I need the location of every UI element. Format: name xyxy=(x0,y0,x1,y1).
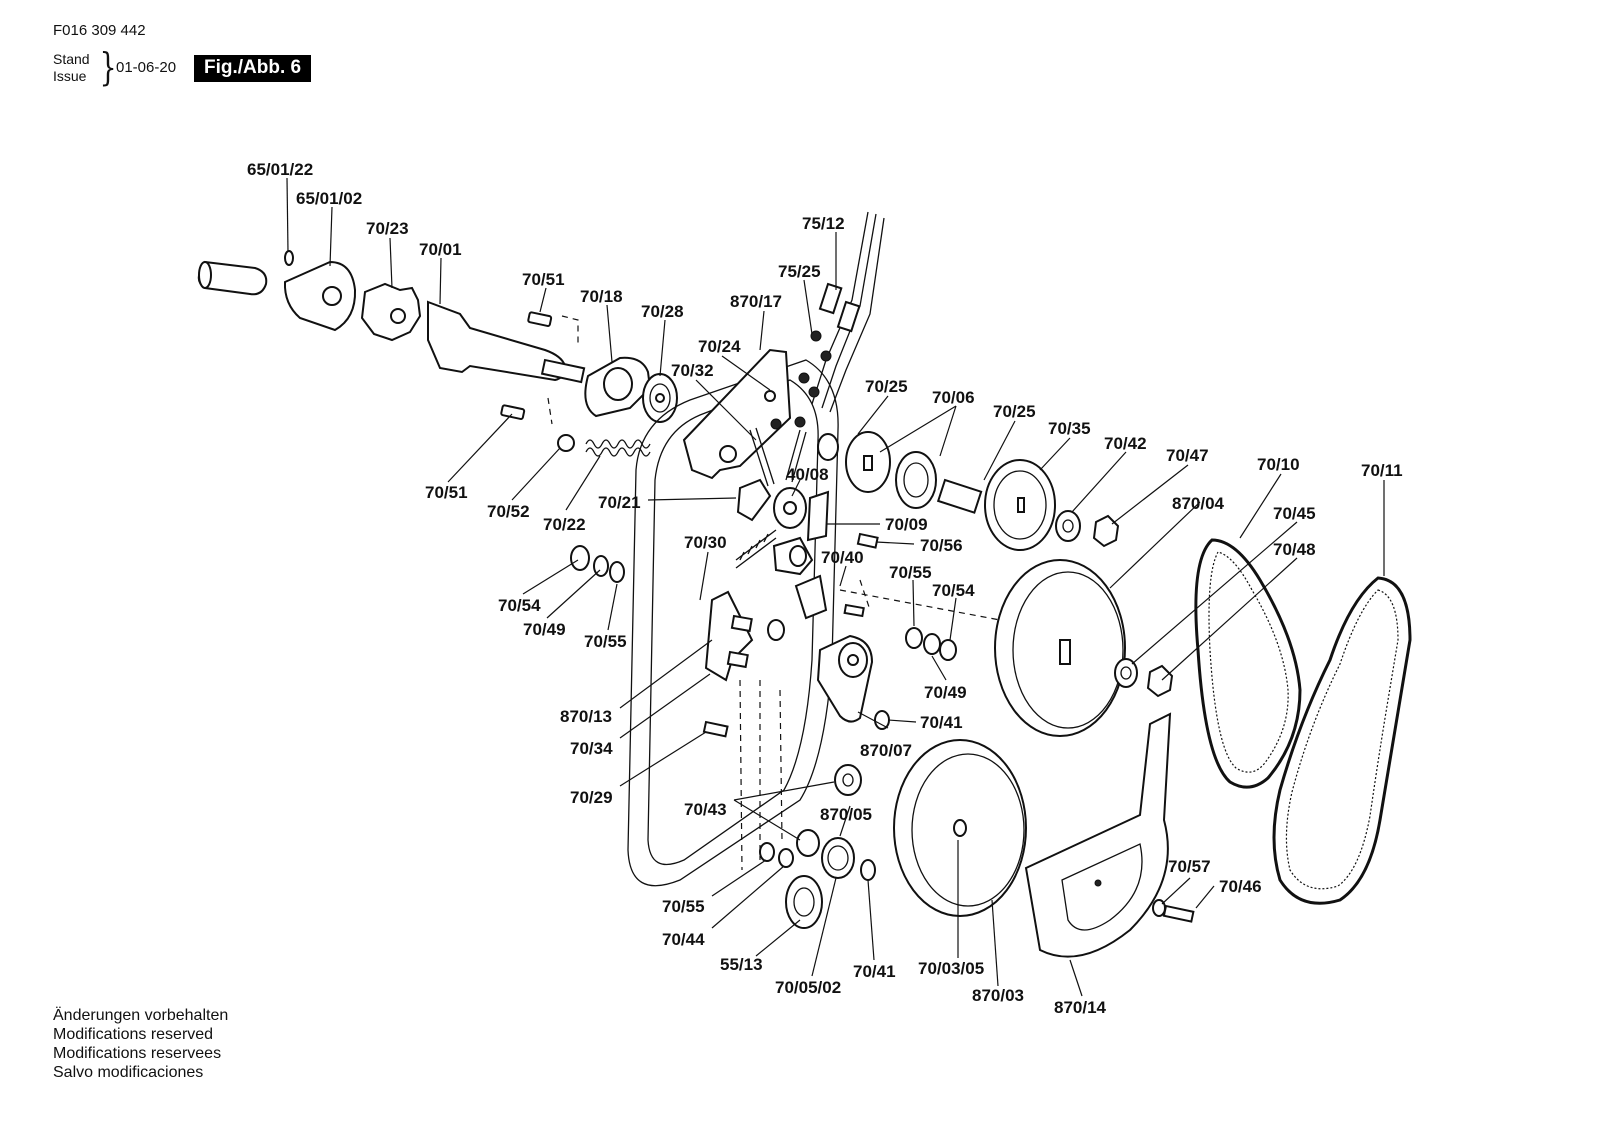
part-labels: 65/01/22 65/01/02 70/23 70/01 70/51 70/1… xyxy=(247,160,1403,1017)
label-870-03: 870/03 xyxy=(972,986,1024,1005)
label-55-13: 55/13 xyxy=(720,955,763,974)
label-70-11: 70/11 xyxy=(1361,461,1403,480)
label-70-21: 70/21 xyxy=(598,493,641,512)
label-75-25: 75/25 xyxy=(778,262,821,281)
small-hardware xyxy=(570,545,957,730)
label-70-44: 70/44 xyxy=(662,930,705,949)
label-70-55-lower: 70/55 xyxy=(662,897,705,916)
large-pulley-upper xyxy=(994,559,1174,737)
label-870-07: 870/07 xyxy=(860,741,912,760)
label-70-55-left: 70/55 xyxy=(584,632,627,651)
label-65-01-02: 65/01/02 xyxy=(296,189,362,208)
label-870-17: 870/17 xyxy=(730,292,782,311)
label-870-04: 870/04 xyxy=(1172,494,1225,513)
label-70-43: 70/43 xyxy=(684,800,727,819)
control-cables xyxy=(770,211,885,430)
label-870-13: 870/13 xyxy=(560,707,612,726)
label-70-22: 70/22 xyxy=(543,515,586,534)
tensioner-assembly xyxy=(702,478,879,738)
label-70-06: 70/06 xyxy=(932,388,975,407)
stand-label: Stand xyxy=(53,51,90,67)
label-70-34: 70/34 xyxy=(570,739,613,758)
stand-issue-label: Stand Issue xyxy=(53,51,90,85)
springs xyxy=(557,427,807,569)
label-70-51-upper: 70/51 xyxy=(522,270,565,289)
label-70-10: 70/10 xyxy=(1257,455,1300,474)
label-70-28: 70/28 xyxy=(641,302,684,321)
footer-line-es: Salvo modificaciones xyxy=(53,1064,204,1081)
footer-notice: Änderungen vorbehalten Modifications res… xyxy=(53,1006,228,1082)
footer-line-fr: Modifications reservees xyxy=(53,1045,222,1062)
label-870-05: 870/05 xyxy=(820,805,872,824)
label-70-35: 70/35 xyxy=(1048,419,1091,438)
label-70-01: 70/01 xyxy=(419,240,462,259)
label-70-24: 70/24 xyxy=(698,337,741,356)
belts xyxy=(1194,538,1412,905)
label-70-49-left: 70/49 xyxy=(523,620,566,639)
label-70-25-right: 70/25 xyxy=(993,402,1036,421)
issue-date: 01-06-20 xyxy=(116,59,177,76)
label-70-25-left: 70/25 xyxy=(865,377,908,396)
label-75-12: 75/12 xyxy=(802,214,845,233)
label-70-49-right: 70/49 xyxy=(924,683,967,702)
label-70-29: 70/29 xyxy=(570,788,613,807)
label-70-41-lower: 70/41 xyxy=(853,962,896,981)
label-70-41-upper: 70/41 xyxy=(920,713,963,732)
label-65-01-22: 65/01/22 xyxy=(247,160,313,179)
label-70-51-lower: 70/51 xyxy=(425,483,468,502)
label-70-46: 70/46 xyxy=(1219,877,1262,896)
label-70-56: 70/56 xyxy=(920,536,963,555)
label-70-42: 70/42 xyxy=(1104,434,1147,453)
brace-glyph: } xyxy=(99,45,117,89)
label-70-57: 70/57 xyxy=(1168,857,1211,876)
lower-pulley-and-cover xyxy=(759,712,1195,958)
issue-label: Issue xyxy=(53,68,87,84)
label-70-48: 70/48 xyxy=(1273,540,1316,559)
leader-lines xyxy=(286,177,1385,997)
label-40-08: 40/08 xyxy=(786,465,829,484)
label-70-55-right: 70/55 xyxy=(889,563,932,582)
label-70-52: 70/52 xyxy=(487,502,530,521)
label-70-40: 70/40 xyxy=(821,548,864,567)
label-70-03-05: 70/03/05 xyxy=(918,959,984,978)
document-number: F016 309 442 xyxy=(53,22,146,39)
bracket-assembly xyxy=(682,348,792,480)
label-70-32: 70/32 xyxy=(671,361,714,380)
label-70-05-02: 70/05/02 xyxy=(775,978,841,997)
label-870-14: 870/14 xyxy=(1054,998,1107,1017)
label-70-09: 70/09 xyxy=(885,515,928,534)
label-70-18: 70/18 xyxy=(580,287,623,306)
bearing-flange-group xyxy=(500,311,678,423)
figure-badge: Fig./Abb. 6 xyxy=(194,55,312,82)
label-70-23: 70/23 xyxy=(366,219,409,238)
input-shaft-group xyxy=(197,250,586,384)
label-70-47: 70/47 xyxy=(1166,446,1209,465)
label-70-30: 70/30 xyxy=(684,533,727,552)
footer-line-en: Modifications reserved xyxy=(53,1026,214,1043)
label-70-54-right: 70/54 xyxy=(932,581,975,600)
upper-pulley-stack xyxy=(817,431,1120,551)
label-70-45: 70/45 xyxy=(1273,504,1316,523)
label-70-54-left: 70/54 xyxy=(498,596,541,615)
footer-line-de: Änderungen vorbehalten xyxy=(53,1007,229,1024)
